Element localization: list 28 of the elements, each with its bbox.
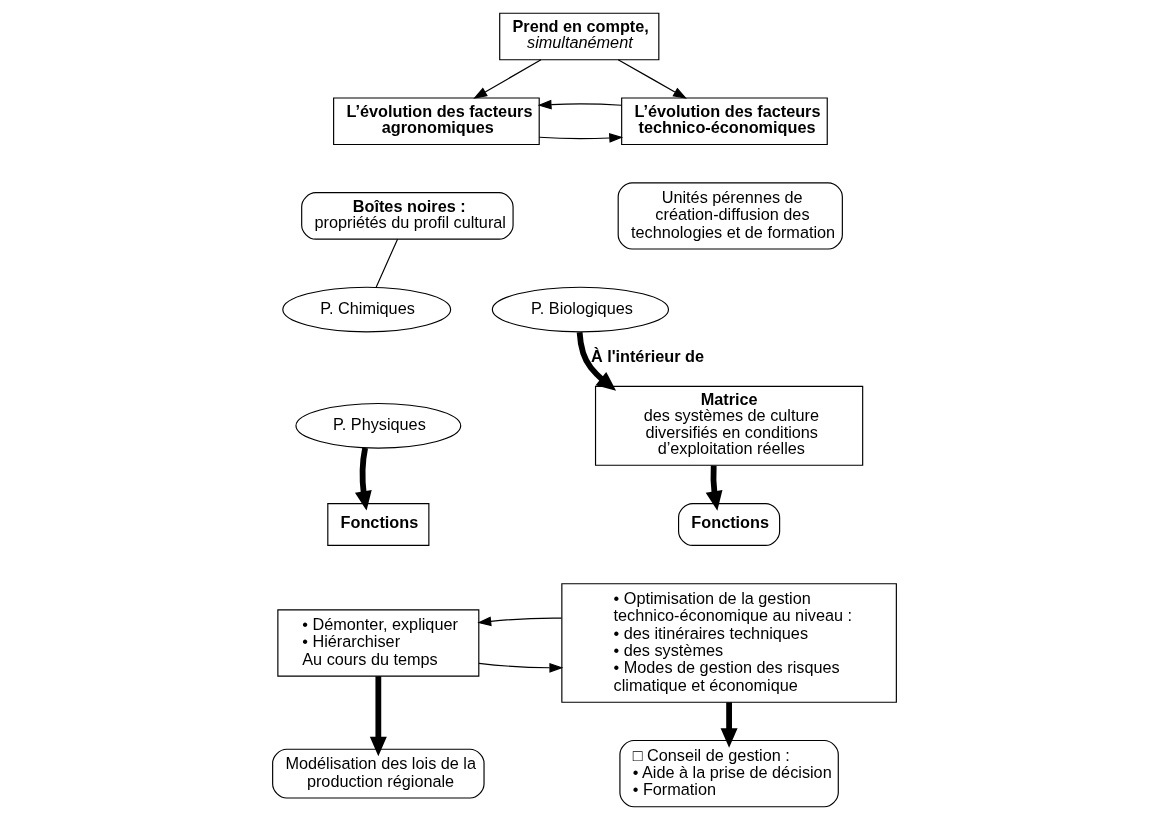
- node-box: L’évolution des facteurs technico-économiques: [620, 97, 828, 146]
- node-box: Prend en compte, simultanément: [498, 12, 659, 61]
- node-ellipse: P. Physiques: [294, 402, 461, 449]
- arrow: [537, 99, 622, 110]
- arrow: [369, 676, 387, 757]
- arrow: [576, 332, 616, 391]
- node-box: Matrice des systèmes de culture diversifiés en conditions d’exploitation réelles: [594, 385, 863, 466]
- node-box: • Optimisation de la gestion technico-économique au niveau : • des itinéraires techniques • des systèmes • Modes de gestion des risques climatique et économique: [560, 583, 897, 703]
- arrow: [354, 447, 372, 511]
- node-box: Boîtes noires : propriétés du profil cultural: [300, 192, 514, 240]
- node-ellipse: P. Chimiques: [281, 286, 451, 333]
- arrow: [472, 59, 542, 99]
- arrow: [477, 662, 563, 673]
- arrow: [617, 59, 687, 99]
- node-box: L’évolution des facteurs agronomiques: [332, 97, 540, 146]
- arrow: [705, 465, 722, 511]
- arrow: [538, 133, 623, 143]
- node-box: • Démonter, expliquer • Hiérarchiser Au cours du temps: [276, 609, 479, 677]
- arrow: [720, 702, 738, 748]
- connector: [374, 238, 398, 288]
- node-box: Fonctions: [326, 503, 429, 546]
- node-box: Fonctions: [677, 503, 780, 546]
- node-box: Modélisation des lois de la production régionale: [271, 748, 485, 799]
- arrow: [476, 616, 562, 627]
- node-ellipse: P. Biologiques: [491, 286, 669, 333]
- node-box: □ Conseil de gestion : • Aide à la prise de décision • Formation: [618, 739, 839, 808]
- node-box: Unités pérennes de création-diffusion des technologies et de formation: [617, 182, 843, 250]
- edge-label: À l'intérieur de: [590, 347, 704, 366]
